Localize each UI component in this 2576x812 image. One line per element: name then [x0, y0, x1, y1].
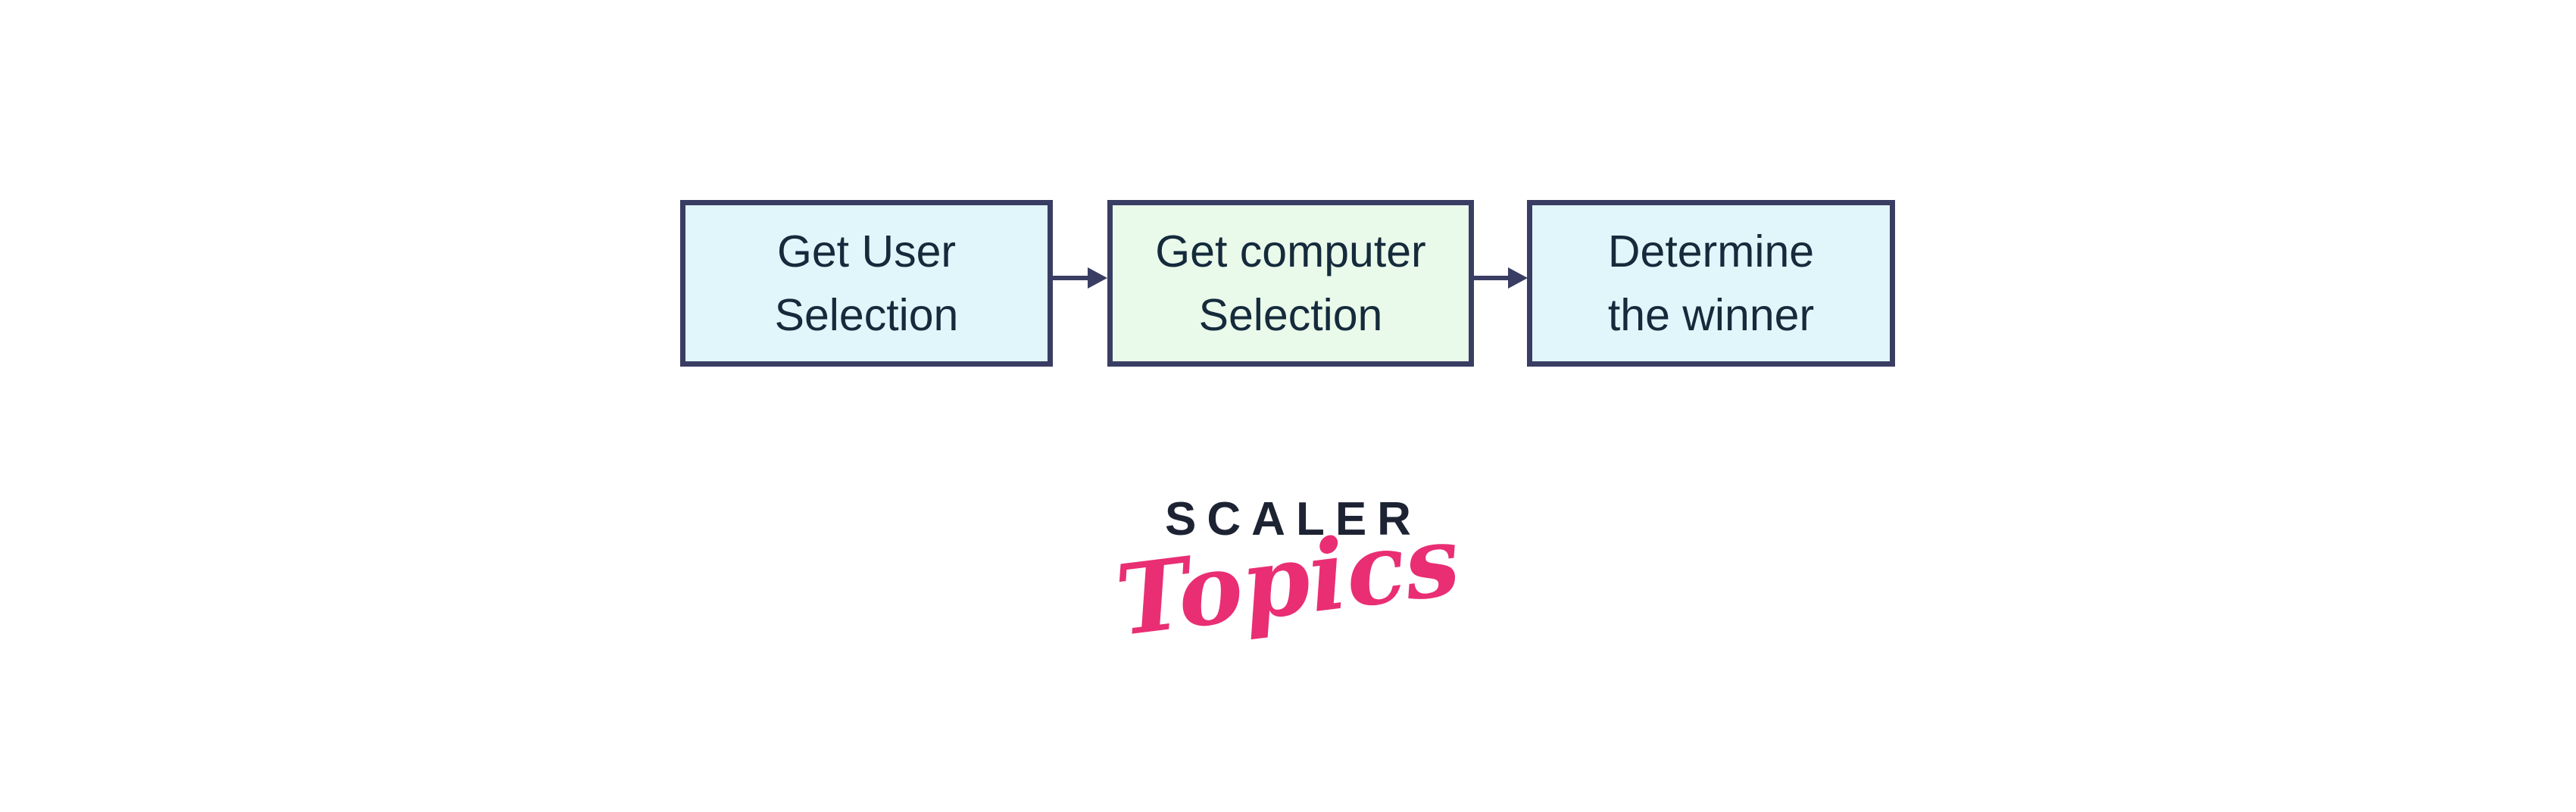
flow-node-label-line: Selection: [774, 290, 959, 340]
flow-arrow-icon: [1053, 267, 1107, 289]
flow-node-label-line: Selection: [1198, 290, 1383, 340]
flow-node-get-computer-selection: Get computer Selection: [1107, 200, 1474, 367]
flow-node-label-line: the winner: [1607, 290, 1815, 340]
flow-node-label-line: Determine: [1607, 226, 1815, 276]
flow-node-determine-the-winner: Determine the winner: [1527, 200, 1895, 367]
flow-arrow-icon: [1473, 267, 1528, 289]
scaler-logo-topics-script: Topics: [1110, 503, 1466, 659]
flow-node-get-user-selection: Get User Selection: [680, 200, 1053, 367]
flow-node-label-line: Get computer: [1155, 226, 1426, 276]
scaler-logo-wordmark: SCALER: [1165, 493, 1422, 545]
flow-node-label-line: Get User: [776, 226, 957, 276]
